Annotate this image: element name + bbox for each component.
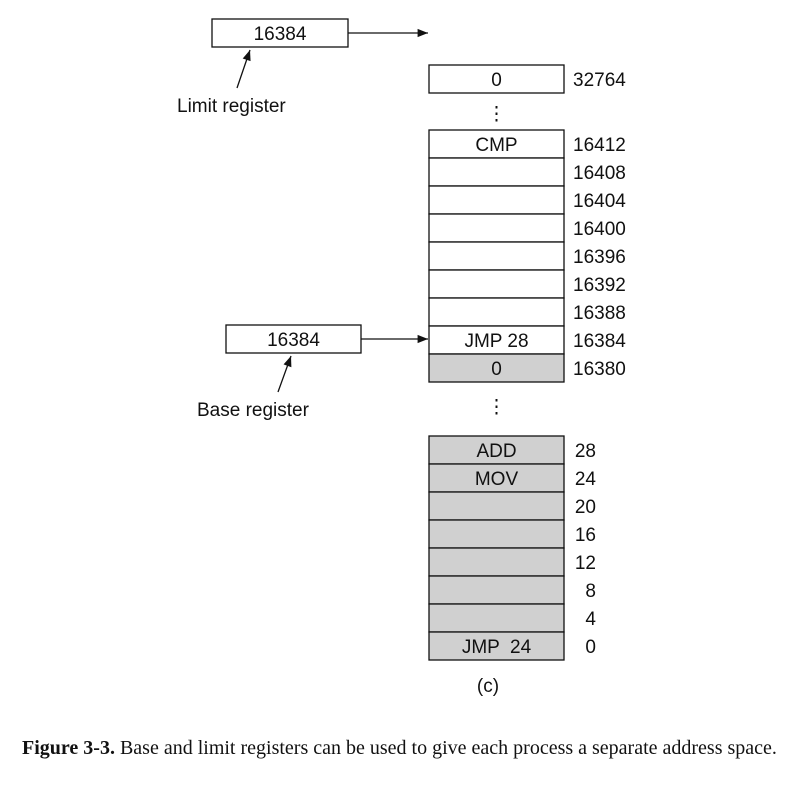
memory-word-cell [428, 519, 565, 549]
memory-word-cell [428, 157, 565, 187]
memory-word-cell [428, 631, 565, 661]
limit-register: 16384 Limit register [177, 18, 428, 117]
memory-address-label: 16380 [573, 359, 626, 380]
memory-address-label: 8 [585, 581, 596, 602]
memory-address-label: 16384 [573, 331, 626, 352]
memory-address-label: 16412 [573, 135, 626, 156]
memory-address-label: 28 [575, 441, 596, 462]
memory-address-label: 0 [585, 637, 596, 658]
memory-top-cell: 0 32764 [428, 64, 626, 94]
memory-word-cell [428, 241, 565, 271]
memory-address-label: 16392 [573, 275, 626, 296]
memory-word-value: MOV [475, 469, 519, 490]
memory-address-label: 12 [575, 553, 596, 574]
memory-word-value: CMP [475, 135, 517, 156]
memory-word-value: JMP 28 [464, 331, 528, 352]
memory-address-label: 4 [585, 609, 596, 630]
memory-address-label: 16404 [573, 191, 626, 212]
limit-register-label: Limit register [177, 96, 286, 117]
limit-register-value: 16384 [254, 24, 307, 45]
memory-word-cell [428, 491, 565, 521]
memory-address-label: 16400 [573, 219, 626, 240]
memory-address-label: 16388 [573, 303, 626, 324]
base-register-pointer-arrow [277, 355, 292, 393]
base-register-value: 16384 [267, 330, 320, 351]
memory-word-cell [428, 185, 565, 215]
base-register-label: Base register [197, 400, 310, 421]
memory-top-box [428, 64, 565, 94]
memory-address-label: 24 [575, 469, 597, 490]
memory-word-cell [428, 353, 565, 383]
memory-word-cell [428, 603, 565, 633]
ellipsis-lower: ⋮ [487, 397, 506, 418]
ellipsis-upper: ⋮ [487, 104, 506, 125]
limit-register-box [211, 18, 349, 48]
upper-memory-block: CMP 16412 16408 16404 16400 16396 16392 16388JM… [428, 129, 626, 383]
memory-address-label: 16 [575, 525, 596, 546]
memory-word-cell [428, 269, 565, 299]
limit-register-pointer-arrow [236, 49, 251, 89]
memory-address-label: 16396 [573, 247, 626, 268]
memory-address-label: 20 [575, 497, 596, 518]
figure-caption-text: Base and limit registers can be used to … [114, 737, 777, 759]
figure-caption-label: Figure 3-3. [22, 737, 115, 759]
memory-word-cell [428, 213, 565, 243]
figure-caption: Figure 3-3. Base and limit registers can… [22, 734, 787, 762]
memory-word-cell [428, 435, 565, 465]
panel-label: (c) [477, 676, 499, 697]
memory-top-address: 32764 [573, 70, 626, 91]
memory-word-value: 0 [491, 359, 502, 380]
memory-word-cell [428, 575, 565, 605]
memory-word-cell [428, 297, 565, 327]
memory-word-cell [428, 547, 565, 577]
memory-word-value: JMP 24 [462, 637, 532, 658]
memory-address-label: 16408 [573, 163, 626, 184]
memory-word-value: ADD [476, 441, 516, 462]
memory-top-value: 0 [491, 70, 502, 91]
base-register: 16384 Base register [197, 324, 428, 421]
